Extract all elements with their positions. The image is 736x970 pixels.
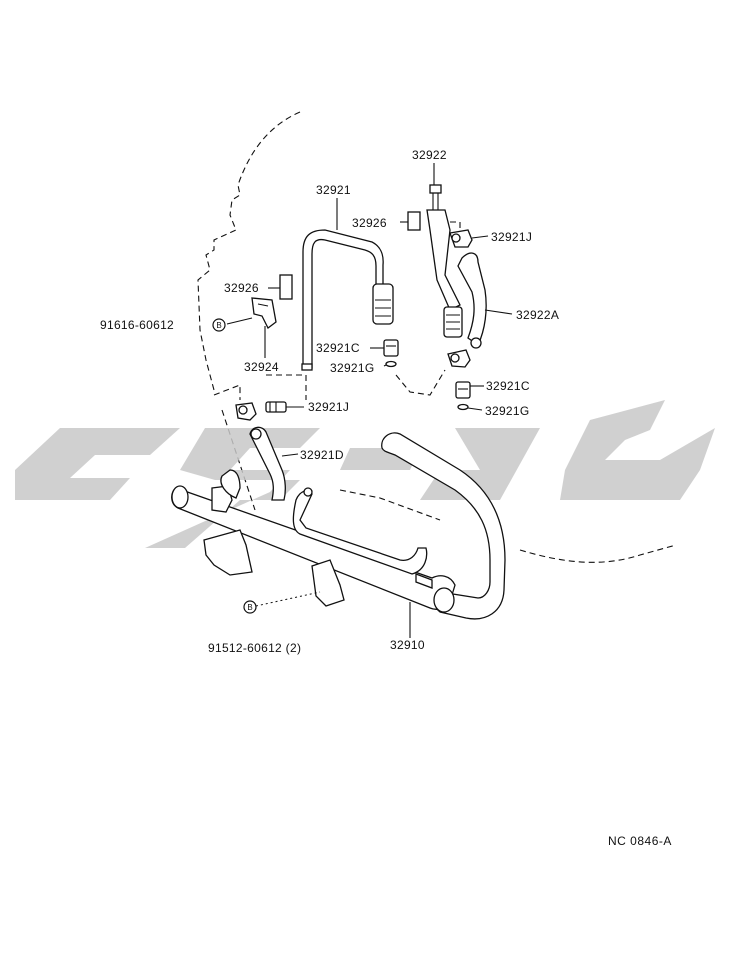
label-91512-60612: 91512-60612 (2) [208, 641, 301, 655]
leader-dashed [266, 374, 307, 400]
part-32921j-clip-top [449, 229, 473, 248]
reference-code: NC 0846-A [608, 834, 672, 848]
label-32926-top: 32926 [352, 216, 387, 230]
label-32921c-mid: 32921C [316, 341, 360, 355]
label-32926-left: 32926 [224, 281, 259, 295]
leader-dashed [440, 221, 461, 230]
leader-dashed [395, 369, 446, 396]
svg-text:B: B [216, 321, 221, 330]
label-32910: 32910 [390, 638, 425, 652]
part-32921-pipe [301, 229, 394, 371]
label-91616-60612: 91616-60612 [100, 318, 174, 332]
part-32921j-clip-mid-right [447, 349, 471, 368]
part-32922a-hose [457, 252, 487, 349]
part-32922-tube [426, 184, 463, 338]
label-32921g-right: 32921G [485, 404, 530, 418]
leader-dashed [213, 384, 241, 400]
label-32922: 32922 [412, 148, 447, 162]
part-32910-main-pipe [171, 432, 506, 620]
bolt-symbol-lower: B [243, 600, 257, 614]
engine-outline-lower [519, 544, 677, 563]
label-32921d: 32921D [300, 448, 344, 462]
label-32921j-top: 32921J [491, 230, 532, 244]
bolt-symbol-upper: B [212, 318, 226, 332]
watermark [15, 400, 715, 548]
part-32924-bracket [251, 297, 277, 329]
label-32924: 32924 [244, 360, 279, 374]
label-32921c-right: 32921C [486, 379, 530, 393]
leader-lines [226, 163, 513, 638]
engine-outline [197, 111, 301, 391]
label-32921j-mid: 32921J [308, 400, 349, 414]
label-32922a: 32922A [516, 308, 559, 322]
part-32921d-hose [249, 426, 286, 501]
part-32921j-clip-mid-left [235, 401, 287, 421]
part-32926-sleeve-top [407, 211, 421, 231]
part-32921c-fitting-mid [383, 339, 399, 368]
part-32926-sleeve-left [279, 274, 293, 300]
label-32921g-mid: 32921G [330, 361, 375, 375]
leader-dashed [339, 489, 441, 521]
part-32921c-fitting-right [455, 381, 471, 411]
label-32921: 32921 [316, 183, 351, 197]
svg-text:B: B [247, 603, 252, 612]
